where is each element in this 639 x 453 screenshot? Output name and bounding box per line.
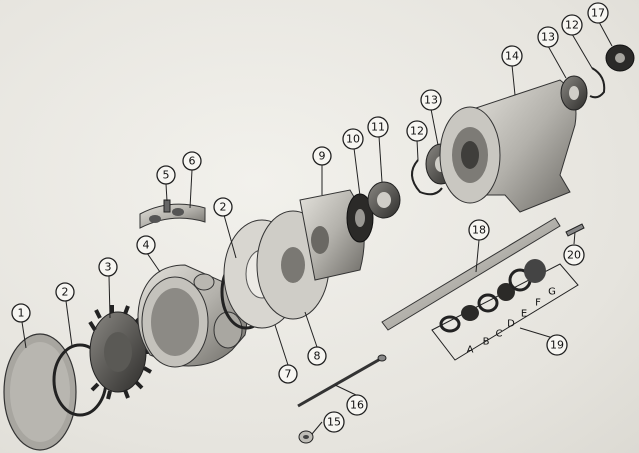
cam-screw xyxy=(163,199,171,213)
callout-5: 5 xyxy=(156,165,176,185)
svg-text:11: 11 xyxy=(371,121,385,134)
svg-text:1: 1 xyxy=(18,307,25,320)
shaft-key xyxy=(565,223,585,237)
callout-9: 9 xyxy=(312,146,332,166)
svg-text:19: 19 xyxy=(550,339,564,352)
shaft xyxy=(381,217,561,331)
callout-2b: 2 xyxy=(213,197,233,217)
svg-text:13: 13 xyxy=(424,94,438,107)
svg-text:16: 16 xyxy=(350,399,364,412)
seal-kit xyxy=(431,259,579,361)
svg-text:2: 2 xyxy=(220,201,227,214)
leader-lines xyxy=(21,21,613,435)
svg-text:14: 14 xyxy=(505,50,519,63)
bearing-housing xyxy=(439,79,577,213)
callout-2a: 2 xyxy=(55,282,75,302)
callout-18: 18 xyxy=(468,219,490,241)
wear-cam xyxy=(139,203,206,229)
callout-1: 1 xyxy=(11,303,31,323)
snap-ring-rear xyxy=(589,67,606,99)
snap-ring-front xyxy=(411,159,443,196)
svg-text:13: 13 xyxy=(541,31,555,44)
svg-text:8: 8 xyxy=(314,350,321,363)
callout-16: 16 xyxy=(346,394,368,416)
seal-letter-b: B xyxy=(483,337,490,348)
seal-letter-e: E xyxy=(521,309,527,320)
callout-15: 15 xyxy=(323,411,345,433)
svg-text:15: 15 xyxy=(327,416,341,429)
seal-letter-a: A xyxy=(467,345,474,356)
svg-text:4: 4 xyxy=(143,239,150,252)
callout-3: 3 xyxy=(98,257,118,277)
callout-7: 7 xyxy=(278,364,298,384)
svg-text:6: 6 xyxy=(189,155,196,168)
callout-13b: 13 xyxy=(537,26,559,48)
callout-12b: 12 xyxy=(561,14,583,36)
svg-text:17: 17 xyxy=(591,7,605,20)
rear-seal xyxy=(605,44,635,72)
callout-14: 14 xyxy=(501,45,523,67)
svg-text:12: 12 xyxy=(410,125,424,138)
callout-13a: 13 xyxy=(420,89,442,111)
callout-17: 17 xyxy=(587,2,609,24)
svg-text:9: 9 xyxy=(319,150,326,163)
svg-text:12: 12 xyxy=(565,19,579,32)
seal-letter-c: C xyxy=(496,329,503,340)
stud-bolt xyxy=(297,354,387,408)
callout-10: 10 xyxy=(342,128,364,150)
svg-text:10: 10 xyxy=(346,133,360,146)
callout-20: 20 xyxy=(563,244,585,266)
seal-letter-d: D xyxy=(507,319,515,330)
seal-letter-f: F xyxy=(535,298,541,309)
callout-19: 19 xyxy=(546,334,568,356)
bearing-front xyxy=(367,181,401,219)
svg-text:18: 18 xyxy=(472,224,486,237)
pump-body xyxy=(137,264,248,368)
callout-8: 8 xyxy=(307,346,327,366)
svg-text:3: 3 xyxy=(105,261,112,274)
svg-text:7: 7 xyxy=(285,368,292,381)
callout-4: 4 xyxy=(136,235,156,255)
svg-text:2: 2 xyxy=(62,286,69,299)
hex-nut xyxy=(298,430,314,444)
callout-6: 6 xyxy=(182,151,202,171)
seal-letter-g: G xyxy=(548,287,556,298)
callout-11: 11 xyxy=(367,116,389,138)
callout-12a: 12 xyxy=(406,120,428,142)
svg-text:20: 20 xyxy=(567,249,581,262)
bearing-rear xyxy=(560,75,588,111)
svg-text:5: 5 xyxy=(163,169,170,182)
